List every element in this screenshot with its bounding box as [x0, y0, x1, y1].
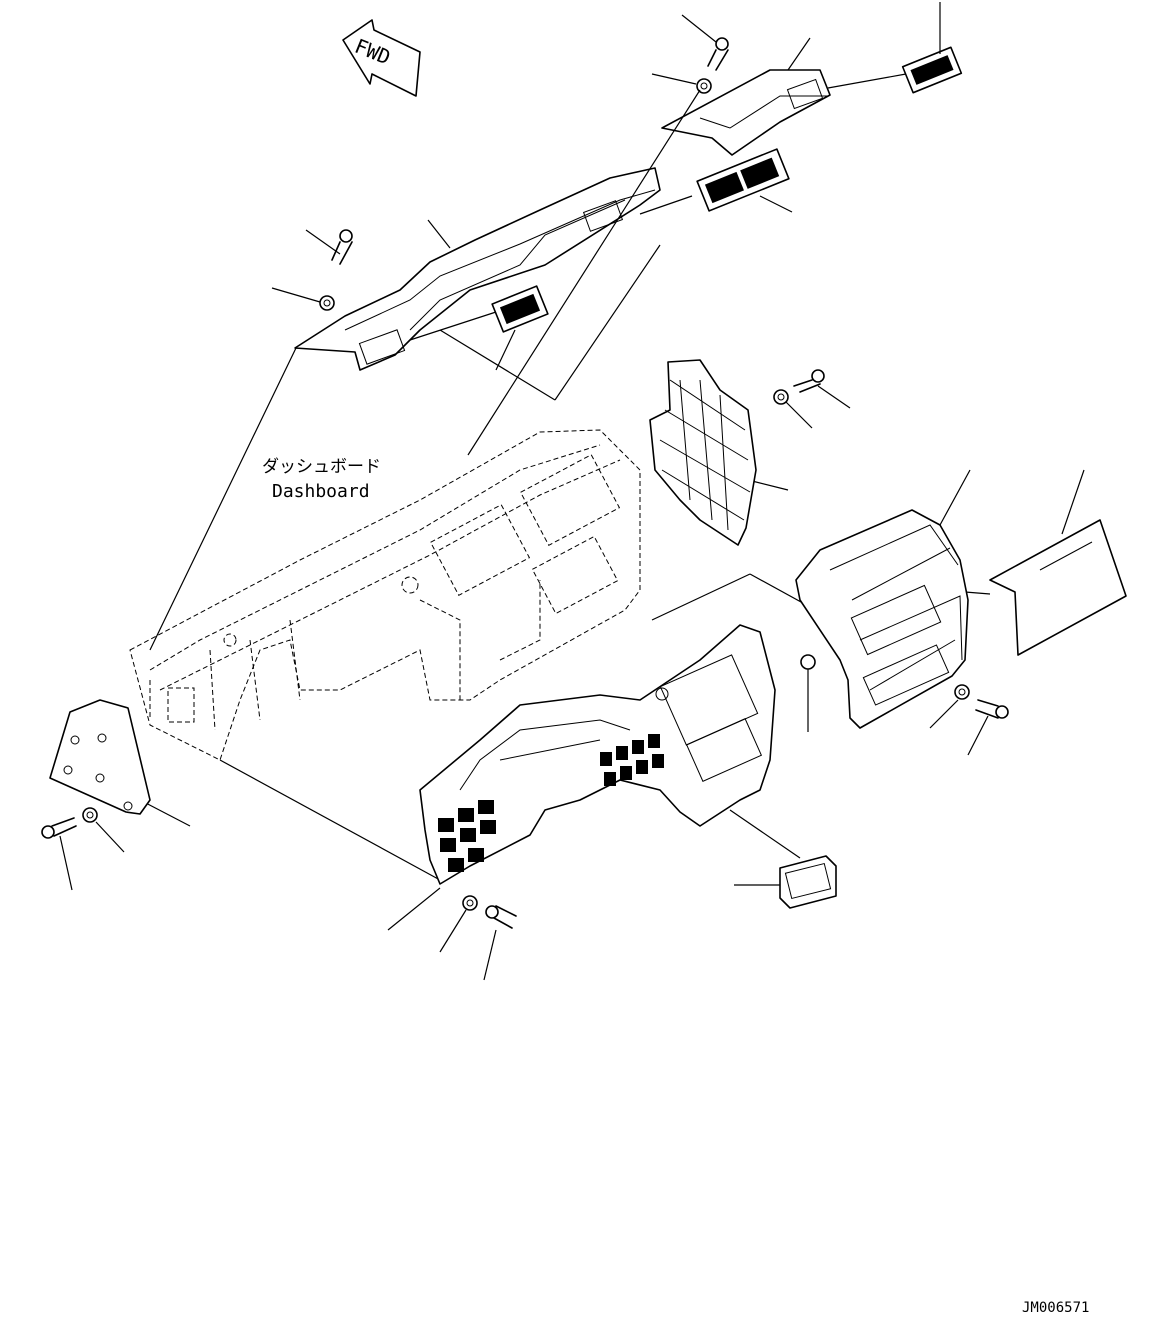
console-cup	[779, 855, 837, 909]
bolt-left-upper	[331, 229, 353, 265]
right-console-housing	[795, 509, 969, 729]
left-side-cover	[49, 699, 151, 815]
bolt-bottom	[485, 905, 517, 929]
washer-left-lower	[82, 807, 98, 823]
glove-box-lid	[989, 519, 1127, 656]
leader-lines	[59, 2, 1085, 981]
dashboard-label-jp: ダッシュボード	[262, 457, 381, 477]
dashboard-label: ダッシュボード Dashboard	[262, 457, 381, 502]
bolt-top-1	[707, 37, 729, 71]
washer-right-2	[954, 684, 970, 700]
vent-grille-top-right	[901, 46, 963, 94]
fwd-arrow: FWD	[342, 19, 421, 97]
bolt-right	[975, 699, 1009, 719]
drawing-id: JM006571	[1022, 1300, 1089, 1316]
vent-grille-double	[696, 148, 790, 212]
switch-panel-center	[600, 734, 664, 786]
washer-top-1	[696, 78, 712, 94]
washer-bottom	[462, 895, 478, 911]
switch-panel-left	[438, 800, 496, 872]
washer-left-upper	[319, 295, 335, 311]
dashboard-label-en: Dashboard	[272, 481, 370, 502]
upper-dashboard-cover	[294, 167, 661, 371]
upper-right-cover	[661, 69, 831, 156]
lower-instrument-panel	[419, 624, 776, 885]
bolt-left-lower	[41, 817, 77, 839]
vent-grille-left	[491, 285, 549, 333]
washer-bracket	[773, 389, 789, 405]
washer-right-1	[800, 654, 816, 670]
bolt-bracket	[793, 369, 825, 393]
grid-bracket	[649, 359, 757, 546]
dashboard-frame-phantom	[129, 429, 641, 761]
